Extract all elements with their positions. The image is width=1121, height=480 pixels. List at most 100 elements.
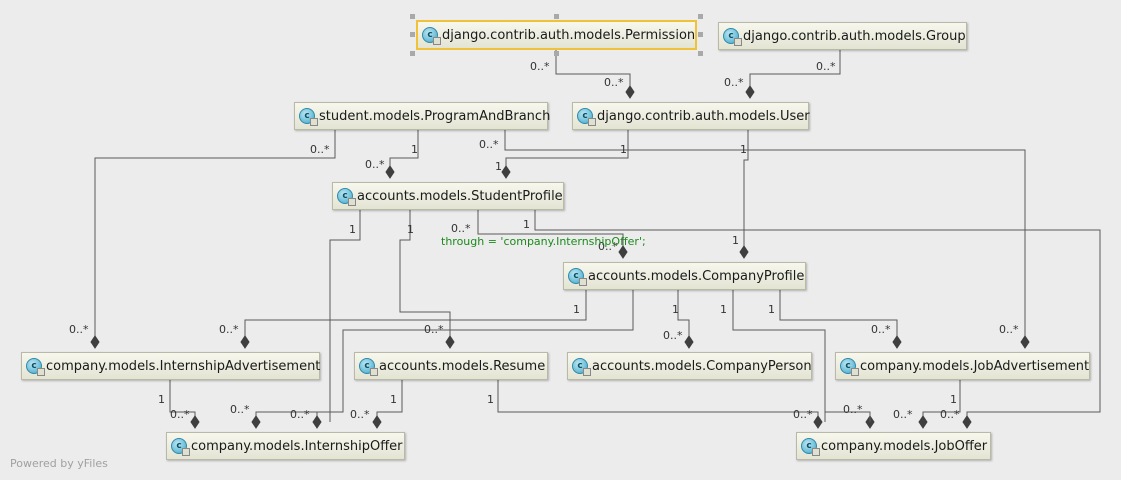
class-name: accounts.models.CompanyPerson: [592, 358, 812, 374]
edge-company-internoffer: [316, 290, 634, 422]
class-node-student-profile[interactable]: c accounts.models.StudentProfile: [332, 182, 564, 210]
multiplicity-label: 0..*: [793, 408, 813, 421]
multiplicity-label: 0..*: [816, 60, 836, 73]
selection-handle[interactable]: [410, 32, 415, 37]
diamond-jobadv-1: [892, 335, 902, 349]
multiplicity-label: 0..*: [365, 158, 385, 171]
class-node-resume[interactable]: c accounts.models.Resume: [354, 352, 548, 380]
diamond-internadv-1: [90, 335, 100, 349]
edge-student-joboffer: [534, 210, 1101, 422]
class-name: company.models.JobAdvertisement: [860, 358, 1090, 374]
class-name: company.models.InternshipAdvertisement: [46, 358, 321, 374]
diamond-resume: [445, 335, 455, 349]
edge-user-company: [743, 130, 749, 252]
diamond-user-1: [625, 85, 635, 99]
class-name: django.contrib.auth.models.User: [597, 108, 810, 124]
multiplicity-label: 1: [620, 143, 627, 156]
class-node-group[interactable]: c django.contrib.auth.models.Group: [718, 22, 967, 50]
selection-handle[interactable]: [410, 51, 415, 56]
selection-handle[interactable]: [554, 14, 559, 19]
multiplicity-label: 1: [411, 143, 418, 156]
multiplicity-label: 0..*: [69, 323, 89, 336]
multiplicity-label: 1: [573, 303, 580, 316]
multiplicity-label: 1: [495, 160, 502, 173]
multiplicity-label: 0..*: [451, 222, 471, 235]
class-icon: c: [422, 27, 441, 45]
class-icon: c: [299, 108, 318, 126]
class-name: company.models.InternshipOffer: [191, 438, 403, 454]
multiplicity-label: 0..*: [290, 408, 310, 421]
edge-program-internadv: [94, 130, 336, 342]
class-node-job-advertisement[interactable]: c company.models.JobAdvertisement: [835, 352, 1090, 380]
selection-handle[interactable]: [698, 14, 703, 19]
selection-handle[interactable]: [698, 51, 703, 56]
diamond-company-2: [739, 245, 749, 259]
edge-program-jobadv: [504, 130, 1026, 342]
multiplicity-label: 1: [407, 223, 414, 236]
class-node-internship-offer[interactable]: c company.models.InternshipOffer: [166, 432, 405, 460]
diamond-joboffer-4: [962, 415, 972, 429]
class-icon: c: [359, 358, 378, 376]
edge-permission-user: [555, 50, 631, 92]
class-node-job-offer[interactable]: c company.models.JobOffer: [796, 432, 991, 460]
multiplicity-label: 0..*: [871, 323, 891, 336]
diamond-jobadv-2: [1020, 335, 1030, 349]
diamond-internoffer-1: [190, 415, 200, 429]
edge-resume-joboffer: [497, 380, 819, 422]
multiplicity-label: 0..*: [219, 323, 239, 336]
diamond-internadv-2: [240, 335, 250, 349]
class-node-user[interactable]: c django.contrib.auth.models.User: [572, 102, 810, 130]
class-name: accounts.models.Resume: [379, 358, 546, 374]
edge-group-user: [749, 50, 841, 92]
class-icon: c: [577, 108, 596, 126]
class-node-program-and-branch[interactable]: c student.models.ProgramAndBranch: [294, 102, 550, 130]
multiplicity-label: 0..*: [230, 403, 250, 416]
diamond-student-2: [501, 165, 511, 179]
multiplicity-label: 0..*: [724, 76, 744, 89]
diamond-joboffer-1: [813, 415, 823, 429]
diamond-internoffer-2: [251, 415, 261, 429]
class-node-company-person[interactable]: c accounts.models.CompanyPerson: [567, 352, 812, 380]
multiplicity-label: 0..*: [598, 240, 618, 253]
multiplicity-label: 1: [523, 218, 530, 231]
selection-handle[interactable]: [698, 32, 703, 37]
class-icon: c: [337, 188, 356, 206]
multiplicity-label: 1: [768, 303, 775, 316]
multiplicity-label: 1: [950, 393, 957, 406]
multiplicity-label: 0..*: [940, 408, 960, 421]
multiplicity-label: 0..*: [999, 323, 1019, 336]
selection-handle[interactable]: [554, 51, 559, 56]
multiplicity-label: 1: [349, 223, 356, 236]
class-icon: c: [171, 438, 190, 456]
class-icon: c: [840, 358, 859, 376]
class-icon: c: [26, 358, 45, 376]
multiplicity-label: 1: [487, 393, 494, 406]
diamond-company-1: [618, 245, 628, 259]
edge-student-company: [477, 210, 624, 252]
multiplicity-label: 0..*: [424, 323, 444, 336]
edge-user-student: [505, 130, 629, 172]
edge-student-resume: [399, 210, 451, 342]
class-name: company.models.JobOffer: [821, 438, 988, 454]
edge-company-joboffer-2: [825, 411, 871, 422]
edge-company-person: [677, 290, 690, 342]
edge-program-student: [389, 130, 419, 172]
class-icon: c: [723, 28, 742, 46]
class-node-company-profile[interactable]: c accounts.models.CompanyProfile: [563, 262, 806, 290]
multiplicity-label: 0..*: [170, 408, 190, 421]
class-name: accounts.models.CompanyProfile: [588, 268, 805, 284]
footer-credit: Powered by yFiles: [10, 457, 108, 470]
multiplicity-label: 1: [390, 393, 397, 406]
multiplicity-label: 0..*: [530, 60, 550, 73]
multiplicity-label: 1: [740, 143, 747, 156]
edge-student-internoffer: [329, 210, 361, 422]
edge-company-internadv: [244, 290, 587, 342]
association-annotation: through = 'company.InternshipOffer';: [441, 235, 646, 248]
diamond-student-1: [385, 165, 395, 179]
multiplicity-label: 0..*: [843, 403, 863, 416]
diamond-internoffer-3: [312, 415, 322, 429]
class-node-internship-advertisement[interactable]: c company.models.InternshipAdvertisement: [21, 352, 320, 380]
class-node-permission[interactable]: c django.contrib.auth.models.Permission: [416, 20, 697, 50]
selection-handle[interactable]: [410, 14, 415, 19]
